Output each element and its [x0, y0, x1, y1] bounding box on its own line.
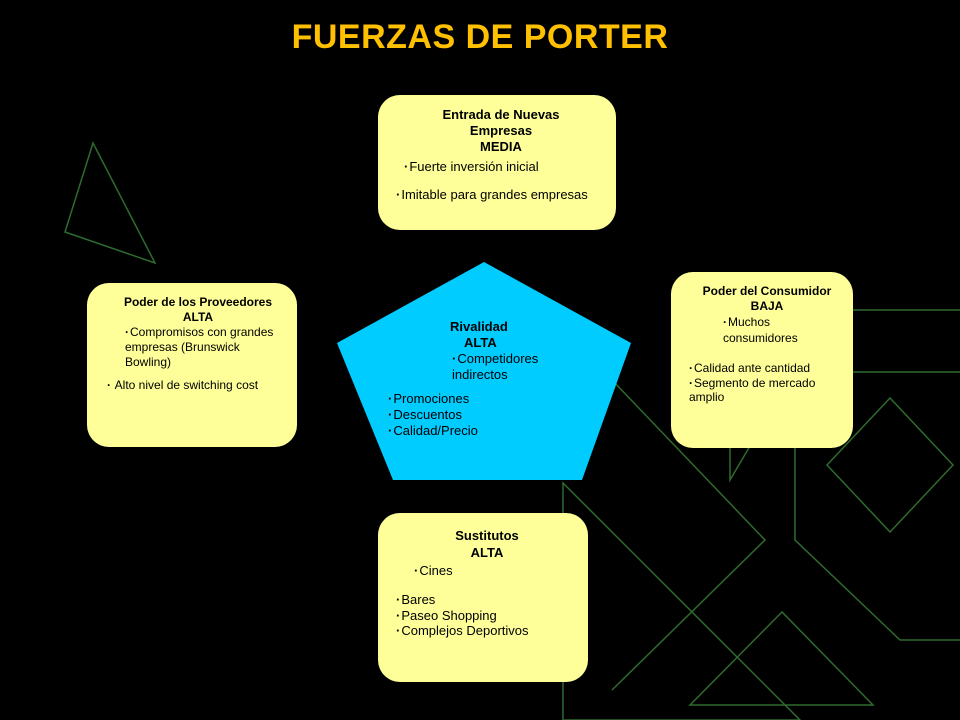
bullet-item: Calidad/Precio: [388, 423, 576, 439]
heading-line: Poder del Consumidor: [702, 284, 832, 298]
decor-triangle-left: [64, 141, 157, 265]
decor-triangle-bottom: [688, 610, 875, 706]
bullet-item: Promociones: [388, 391, 576, 407]
level-label: ALTA: [182, 310, 214, 324]
bullet-item: Bares: [396, 591, 578, 608]
force-box-new-entrants: Entrada de Nuevas Empresas MEDIA Fuerte …: [378, 95, 616, 230]
heading-line: Rivalidad: [450, 319, 508, 334]
bullet-item: Descuentos: [388, 407, 576, 423]
bullet-item: Alto nivel de switching cost: [107, 378, 289, 393]
bullet-item: Paseo Shopping: [396, 608, 578, 623]
bullet-item: Fuerte inversión inicial: [404, 159, 606, 175]
level-label: ALTA: [470, 545, 504, 560]
page-title: FUERZAS DE PORTER: [291, 18, 669, 56]
bullet-item: Compromisos con grandes empresas (Brunsw…: [125, 325, 289, 370]
heading-line: Sustitutos: [455, 528, 519, 543]
bullet-item: Segmento de mercado amplio: [689, 376, 845, 404]
rivalry-content: Rivalidad ALTA Competidores indirectos P…: [386, 319, 576, 439]
heading-line: Poder de los Proveedores: [123, 295, 273, 309]
force-box-substitutes: Sustitutos ALTA Cines Bares Paseo Shoppi…: [378, 513, 588, 682]
level-label: BAJA: [750, 299, 784, 313]
bullet-item: Calidad ante cantidad: [689, 360, 845, 376]
heading-line: Entrada de Nuevas: [442, 107, 560, 122]
level-label: ALTA: [464, 335, 497, 350]
force-box-suppliers: Poder de los Proveedores ALTA Compromiso…: [87, 283, 297, 447]
bullet-item: Cines: [414, 562, 578, 579]
decor-line-a: [611, 379, 767, 691]
decor-diamond: [825, 396, 955, 534]
heading-line: Empresas: [469, 123, 533, 138]
bullet-item: Muchos consumidores: [723, 314, 845, 346]
level-label: MEDIA: [480, 139, 522, 154]
decor-line-c: [794, 440, 960, 641]
bullet-item: Competidores indirectos: [452, 351, 576, 383]
force-box-buyers: Poder del Consumidor BAJA Muchos consumi…: [671, 272, 853, 448]
bullet-item: Imitable para grandes empresas: [396, 186, 606, 203]
bullet-item: Complejos Deportivos: [396, 623, 578, 638]
